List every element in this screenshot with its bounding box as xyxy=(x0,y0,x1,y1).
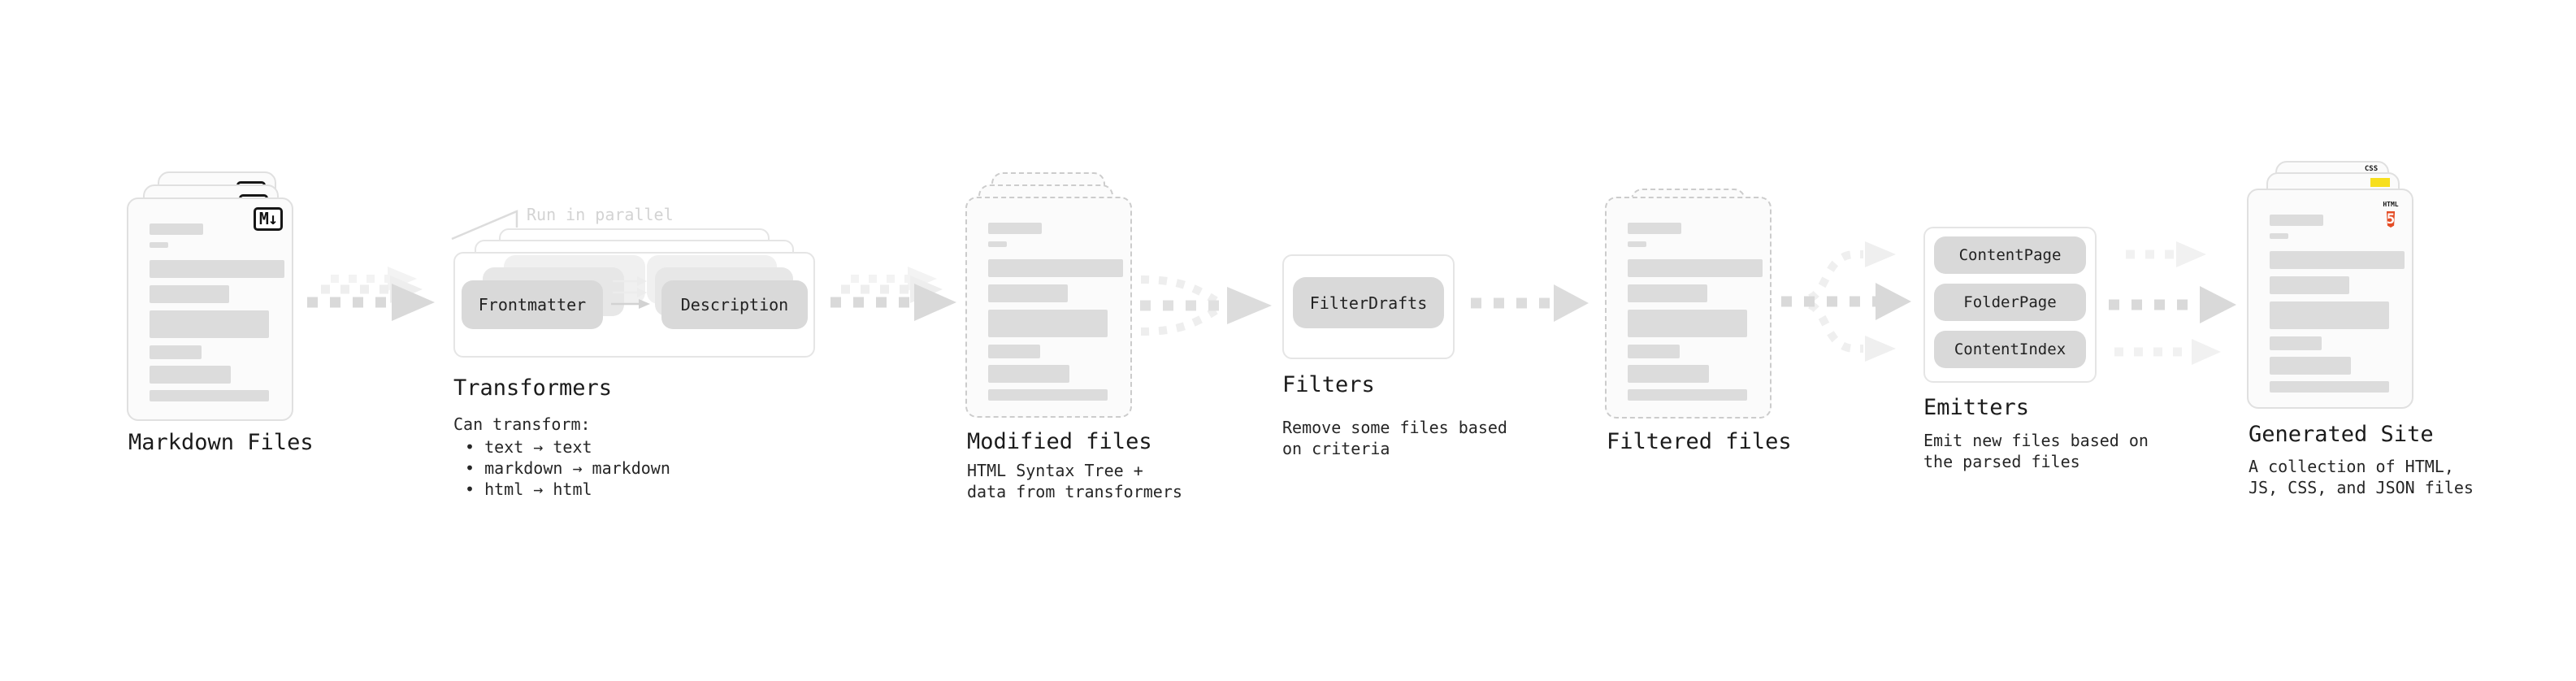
stage-label-generated-site: Generated Site xyxy=(2249,422,2434,447)
transformer-parallel-arrows xyxy=(611,276,650,309)
skeleton-line xyxy=(2270,381,2389,393)
skeleton-line xyxy=(2270,336,2322,350)
modified-file-card-front xyxy=(965,197,1132,418)
skeleton-line xyxy=(988,241,1007,247)
skeleton-line xyxy=(1628,310,1747,337)
markdown-icon: M↓ xyxy=(253,207,283,231)
css-label: CSS xyxy=(2364,165,2379,173)
emitter-pill-folderpage: FolderPage xyxy=(1934,284,2086,321)
markdown-file-card-front: M↓ xyxy=(127,197,293,421)
skeleton-line xyxy=(988,259,1123,277)
arrow-transformers-to-modified xyxy=(830,267,956,321)
skeleton-line xyxy=(2270,357,2351,375)
skeleton-line xyxy=(988,223,1042,234)
filters-subtitle: on criteria xyxy=(1282,439,1390,458)
skeleton-line xyxy=(2270,251,2405,269)
skeleton-line xyxy=(150,223,203,235)
skeleton-line xyxy=(2270,233,2288,239)
stage-label-markdown-files: Markdown Files xyxy=(128,430,314,455)
skeleton-line xyxy=(1628,241,1646,247)
emitters-subtitle: Emit new files based on xyxy=(1923,431,2149,450)
skeleton-line xyxy=(150,260,284,278)
skeleton-line xyxy=(988,389,1108,401)
transformers-bullet: • html → html xyxy=(465,479,592,499)
stage-label-emitters: Emitters xyxy=(1923,395,2030,420)
skeleton-line xyxy=(988,284,1068,302)
skeleton-line xyxy=(150,366,231,384)
skeleton-line xyxy=(150,345,202,359)
skeleton-line xyxy=(1628,259,1763,277)
skeleton-line xyxy=(1628,284,1707,302)
skeleton-line xyxy=(988,310,1108,337)
modified-subtitle: data from transformers xyxy=(967,482,1182,501)
skeleton-line xyxy=(150,390,269,401)
html5-shield: 5 xyxy=(2386,211,2396,228)
skeleton-line xyxy=(2270,276,2349,294)
html5-icon: HTML 5 xyxy=(2381,194,2400,230)
generated-subtitle: A collection of HTML, xyxy=(2249,457,2454,476)
stage-label-filters: Filters xyxy=(1282,372,1375,397)
arrow-modified-to-filters xyxy=(1140,275,1272,336)
javascript-icon xyxy=(2370,178,2390,187)
generated-file-card-front: HTML 5 xyxy=(2247,189,2413,409)
skeleton-line xyxy=(988,365,1069,383)
emitter-pill-contentindex: ContentIndex xyxy=(1934,331,2086,368)
emitters-subtitle: the parsed files xyxy=(1923,452,2080,471)
stage-label-filtered-files: Filtered files xyxy=(1607,429,1792,454)
skeleton-line xyxy=(1628,365,1709,383)
arrow-markdown-to-transformers xyxy=(307,267,435,321)
transformers-desc-heading: Can transform: xyxy=(453,414,591,434)
frontmatter-pill: Frontmatter xyxy=(462,280,603,329)
run-in-parallel-annotation: Run in parallel xyxy=(527,205,674,224)
html5-word: HTML xyxy=(2383,201,2399,208)
arrow-filters-to-filtered xyxy=(1471,284,1589,322)
transformers-bullet: • text → text xyxy=(465,437,592,457)
skeleton-line xyxy=(1628,223,1681,234)
arrow-filtered-to-emitters xyxy=(1781,241,1911,362)
stage-label-transformers: Transformers xyxy=(453,375,613,401)
filters-subtitle: Remove some files based xyxy=(1282,418,1507,437)
skeleton-line xyxy=(2270,215,2323,226)
run-in-parallel-callout-line xyxy=(451,210,518,241)
skeleton-line xyxy=(150,242,168,248)
filtered-file-card-front xyxy=(1605,197,1772,419)
emitter-pill-contentpage: ContentPage xyxy=(1934,236,2086,274)
skeleton-line xyxy=(150,285,229,303)
skeleton-line xyxy=(2270,301,2389,329)
skeleton-line xyxy=(1628,345,1680,358)
skeleton-line xyxy=(150,310,269,338)
modified-subtitle: HTML Syntax Tree + xyxy=(967,461,1143,480)
filterdrafts-pill: FilterDrafts xyxy=(1293,277,1444,328)
transformers-bullet: • markdown → markdown xyxy=(465,458,670,478)
arrow-emitters-to-generated xyxy=(2109,241,2236,365)
skeleton-line xyxy=(1628,389,1747,401)
generated-subtitle: JS, CSS, and JSON files xyxy=(2249,478,2474,497)
stage-label-modified-files: Modified files xyxy=(967,429,1152,454)
skeleton-line xyxy=(988,345,1040,358)
description-pill: Description xyxy=(661,280,808,329)
